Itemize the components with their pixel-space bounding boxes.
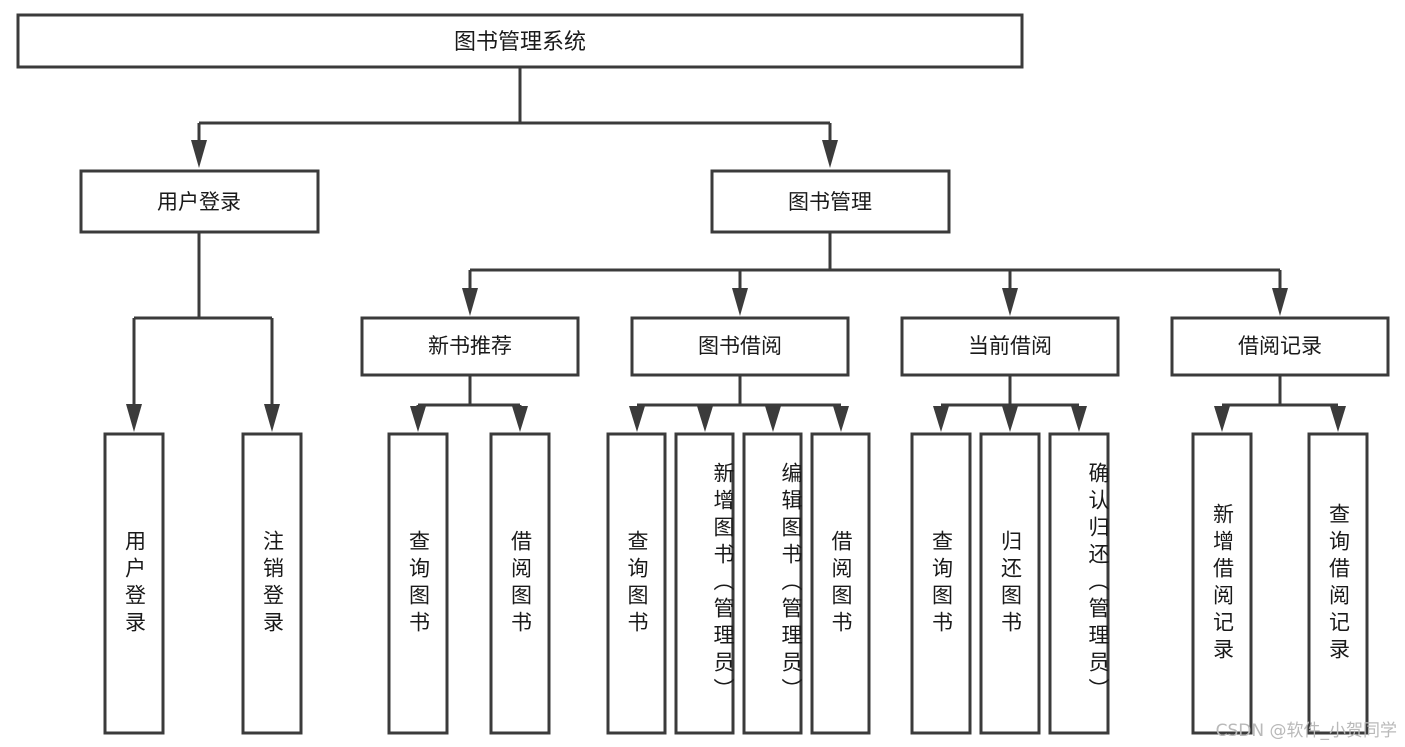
arrow-head-book-borrow: [732, 288, 748, 316]
arrow-head-user-leaf-1: [126, 404, 142, 432]
arrow-head-currentborrow-leaf-3: [1071, 406, 1087, 432]
arrow-head-user-leaf-2: [264, 404, 280, 432]
node-root-box[interactable]: [16, 13, 1024, 69]
leaf-borrow-record-2[interactable]: [1307, 432, 1369, 735]
leaf-book-borrow-1-box[interactable]: [606, 432, 667, 735]
leaf-current-borrow-3-box[interactable]: [1048, 432, 1110, 735]
leaf-new-book-1[interactable]: [387, 432, 449, 735]
node-user-login[interactable]: 用户登录: [79, 169, 320, 234]
arrow-head-newbook-leaf-1: [410, 406, 426, 432]
leaf-book-borrow-1[interactable]: [606, 432, 667, 735]
node-current-borrow-box[interactable]: [900, 316, 1120, 377]
leaf-book-borrow-3[interactable]: [742, 432, 803, 735]
node-book-borrow[interactable]: 图书借阅: [630, 316, 850, 377]
arrow-head-borrow-record: [1272, 288, 1288, 316]
arrow-head-borrowrecord-leaf-2: [1330, 406, 1346, 432]
node-new-book-recommend[interactable]: 新书推荐: [360, 316, 580, 377]
leaf-borrow-record-2-box[interactable]: [1307, 432, 1369, 735]
node-user-login-box[interactable]: [79, 169, 320, 234]
leaf-borrow-record-1[interactable]: [1191, 432, 1253, 735]
arrow-head-bookborrow-leaf-3: [765, 406, 781, 432]
leaf-current-borrow-3[interactable]: [1048, 432, 1110, 735]
node-book-borrow-box[interactable]: [630, 316, 850, 377]
leaf-book-borrow-2[interactable]: [674, 432, 735, 735]
leaf-current-borrow-2[interactable]: [979, 432, 1041, 735]
arrow-head-bookborrow-leaf-2: [697, 406, 713, 432]
node-book-manage-box[interactable]: [710, 169, 951, 234]
node-root[interactable]: 图书管理系统: [16, 13, 1024, 69]
node-user-login-label: 用户登录: [157, 190, 241, 214]
leaf-current-borrow-2-box[interactable]: [979, 432, 1041, 735]
arrow-head-currentborrow-leaf-2: [1002, 406, 1018, 432]
leaf-new-book-2[interactable]: [489, 432, 551, 735]
leaf-current-borrow-1-box[interactable]: [910, 432, 972, 735]
node-current-borrow-label: 当前借阅: [968, 334, 1052, 358]
node-new-book-recommend-box[interactable]: [360, 316, 580, 377]
leaf-book-borrow-4[interactable]: [810, 432, 871, 735]
node-root-label: 图书管理系统: [454, 30, 586, 55]
leaf-book-borrow-3-box[interactable]: [742, 432, 803, 735]
arrow-head-currentborrow-leaf-1: [933, 406, 949, 432]
node-borrow-record[interactable]: 借阅记录: [1170, 316, 1390, 377]
node-book-borrow-label: 图书借阅: [698, 334, 782, 358]
node-borrow-record-label: 借阅记录: [1238, 334, 1322, 358]
leaf-user-login-1[interactable]: [103, 432, 165, 735]
connector-layer: [126, 67, 1346, 432]
leaf-new-book-2-box[interactable]: [489, 432, 551, 735]
leaf-user-login-2-box[interactable]: [241, 432, 303, 735]
leaf-user-login-2[interactable]: [241, 432, 303, 735]
arrow-head-current-borrow: [1002, 288, 1018, 316]
leaf-borrow-record-1-box[interactable]: [1191, 432, 1253, 735]
arrow-head-user-login: [191, 140, 207, 168]
leaf-new-book-1-box[interactable]: [387, 432, 449, 735]
leaf-book-borrow-4-box[interactable]: [810, 432, 871, 735]
node-borrow-record-box[interactable]: [1170, 316, 1390, 377]
leaf-current-borrow-1[interactable]: [910, 432, 972, 735]
arrow-head-newbook-leaf-2: [512, 406, 528, 432]
node-new-book-recommend-label: 新书推荐: [428, 334, 512, 358]
arrow-head-new-book: [462, 288, 478, 316]
arrow-head-book-manage: [822, 140, 838, 168]
arrow-head-borrowrecord-leaf-1: [1214, 406, 1230, 432]
node-book-manage[interactable]: 图书管理: [710, 169, 951, 234]
leaf-user-login-1-box[interactable]: [103, 432, 165, 735]
node-book-manage-label: 图书管理: [788, 190, 872, 214]
leaf-book-borrow-2-box[interactable]: [674, 432, 735, 735]
arrow-head-bookborrow-leaf-4: [833, 406, 849, 432]
node-current-borrow[interactable]: 当前借阅: [900, 316, 1120, 377]
arrow-head-bookborrow-leaf-1: [629, 406, 645, 432]
